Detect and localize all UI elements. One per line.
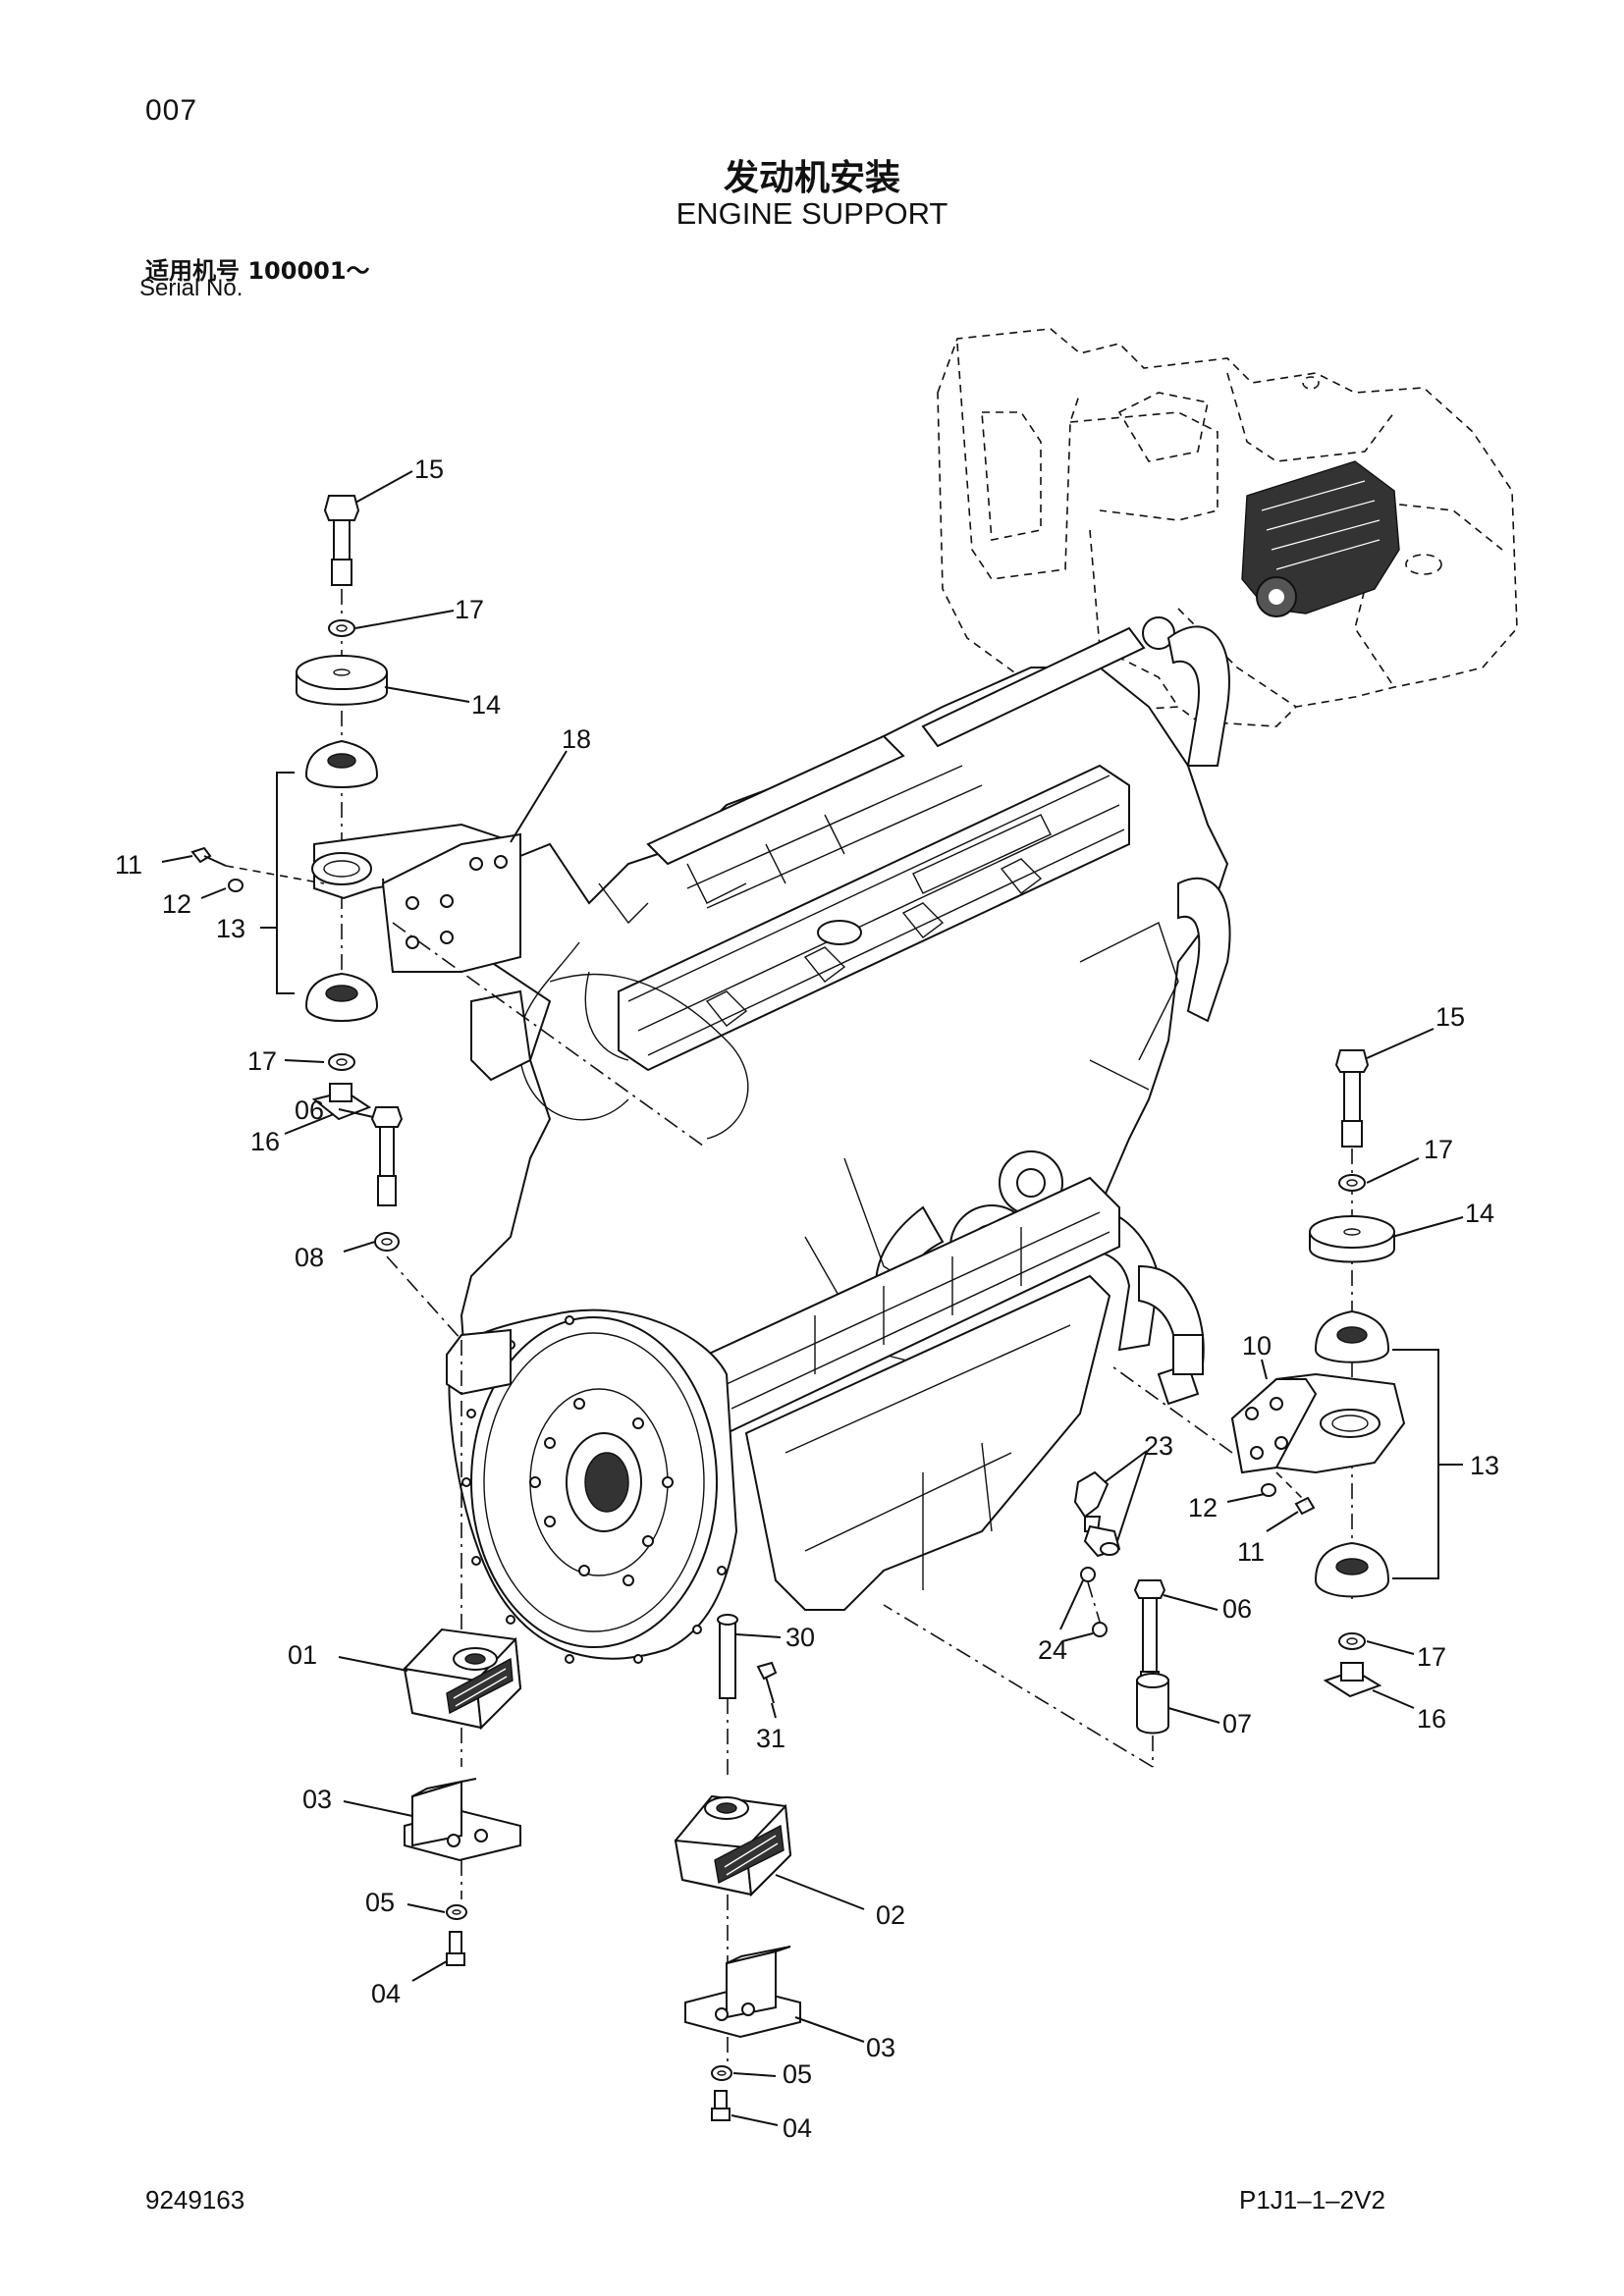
callout-17: 17 (1424, 1135, 1453, 1164)
callout-08: 08 (295, 1243, 324, 1272)
callout-18: 18 (562, 724, 591, 754)
callout-24: 24 (1038, 1635, 1067, 1665)
callout-31: 31 (756, 1724, 785, 1753)
callout-05: 05 (365, 1888, 395, 1917)
callout-labels: 15 17 14 18 11 12 13 17 16 06 08 15 17 1… (115, 454, 1499, 2143)
front-left-mount-group (338, 1106, 522, 1982)
engine-assembly-icon (446, 616, 1231, 1664)
document-number: 9249163 (145, 2185, 245, 2215)
left-rear-mount-group (161, 470, 708, 1149)
page-code: P1J1–1–2V2 (1239, 2185, 1385, 2215)
callout-14: 14 (1465, 1199, 1494, 1228)
serial-range-chinese: 适用机号 100001～ (145, 257, 370, 285)
callout-01: 01 (288, 1640, 317, 1670)
callout-07: 07 (1222, 1709, 1252, 1738)
callout-11: 11 (115, 850, 142, 880)
right-rear-mount-group (1109, 1028, 1464, 1709)
callout-02: 02 (876, 1900, 905, 1930)
callout-17: 17 (1417, 1642, 1446, 1672)
callout-11: 11 (1237, 1537, 1265, 1567)
callout-17: 17 (247, 1046, 277, 1076)
callout-17: 17 (455, 595, 484, 624)
callout-03: 03 (302, 1785, 332, 1814)
callout-13: 13 (216, 914, 245, 943)
callout-13: 13 (1470, 1451, 1499, 1480)
callout-16: 16 (250, 1127, 280, 1156)
page-title-english: ENGINE SUPPORT (676, 196, 948, 231)
callout-03: 03 (866, 2033, 895, 2062)
callout-06: 06 (295, 1095, 324, 1125)
callout-06: 06 (1222, 1594, 1252, 1624)
callout-15: 15 (414, 454, 444, 484)
callout-12: 12 (1188, 1493, 1218, 1522)
callout-04: 04 (371, 1979, 401, 2008)
front-right-mount-group (674, 1614, 865, 2126)
callout-04: 04 (783, 2113, 812, 2143)
callout-12: 12 (162, 889, 191, 919)
callout-05: 05 (783, 2059, 812, 2089)
callout-16: 16 (1417, 1704, 1446, 1734)
callout-15: 15 (1435, 1002, 1465, 1032)
callout-30: 30 (785, 1623, 815, 1652)
callout-23: 23 (1144, 1431, 1173, 1461)
right-rear-support-group (883, 1450, 1220, 1768)
serial-label-english: Serial No. (139, 275, 244, 301)
callout-10: 10 (1242, 1331, 1272, 1361)
callout-14: 14 (471, 690, 501, 720)
page-title-chinese: 发动机安装 (723, 158, 900, 198)
page-number: 007 (145, 94, 198, 127)
